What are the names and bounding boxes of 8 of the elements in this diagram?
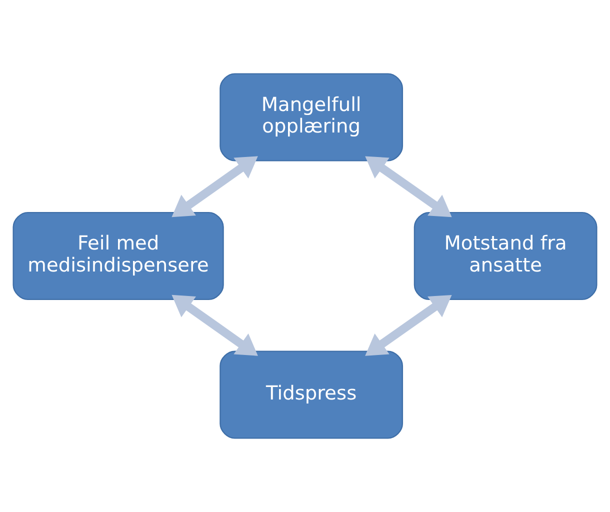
arrow [365,294,452,356]
node-box: Motstand fra ansatte [414,212,598,300]
node-box: Tidspress [220,350,404,439]
node-box: Mangelfull opplæring [220,73,404,162]
arrow [365,156,452,218]
node-box: Feil med medisindispensere [12,212,224,300]
arrow [172,294,258,356]
arrow [172,156,258,218]
